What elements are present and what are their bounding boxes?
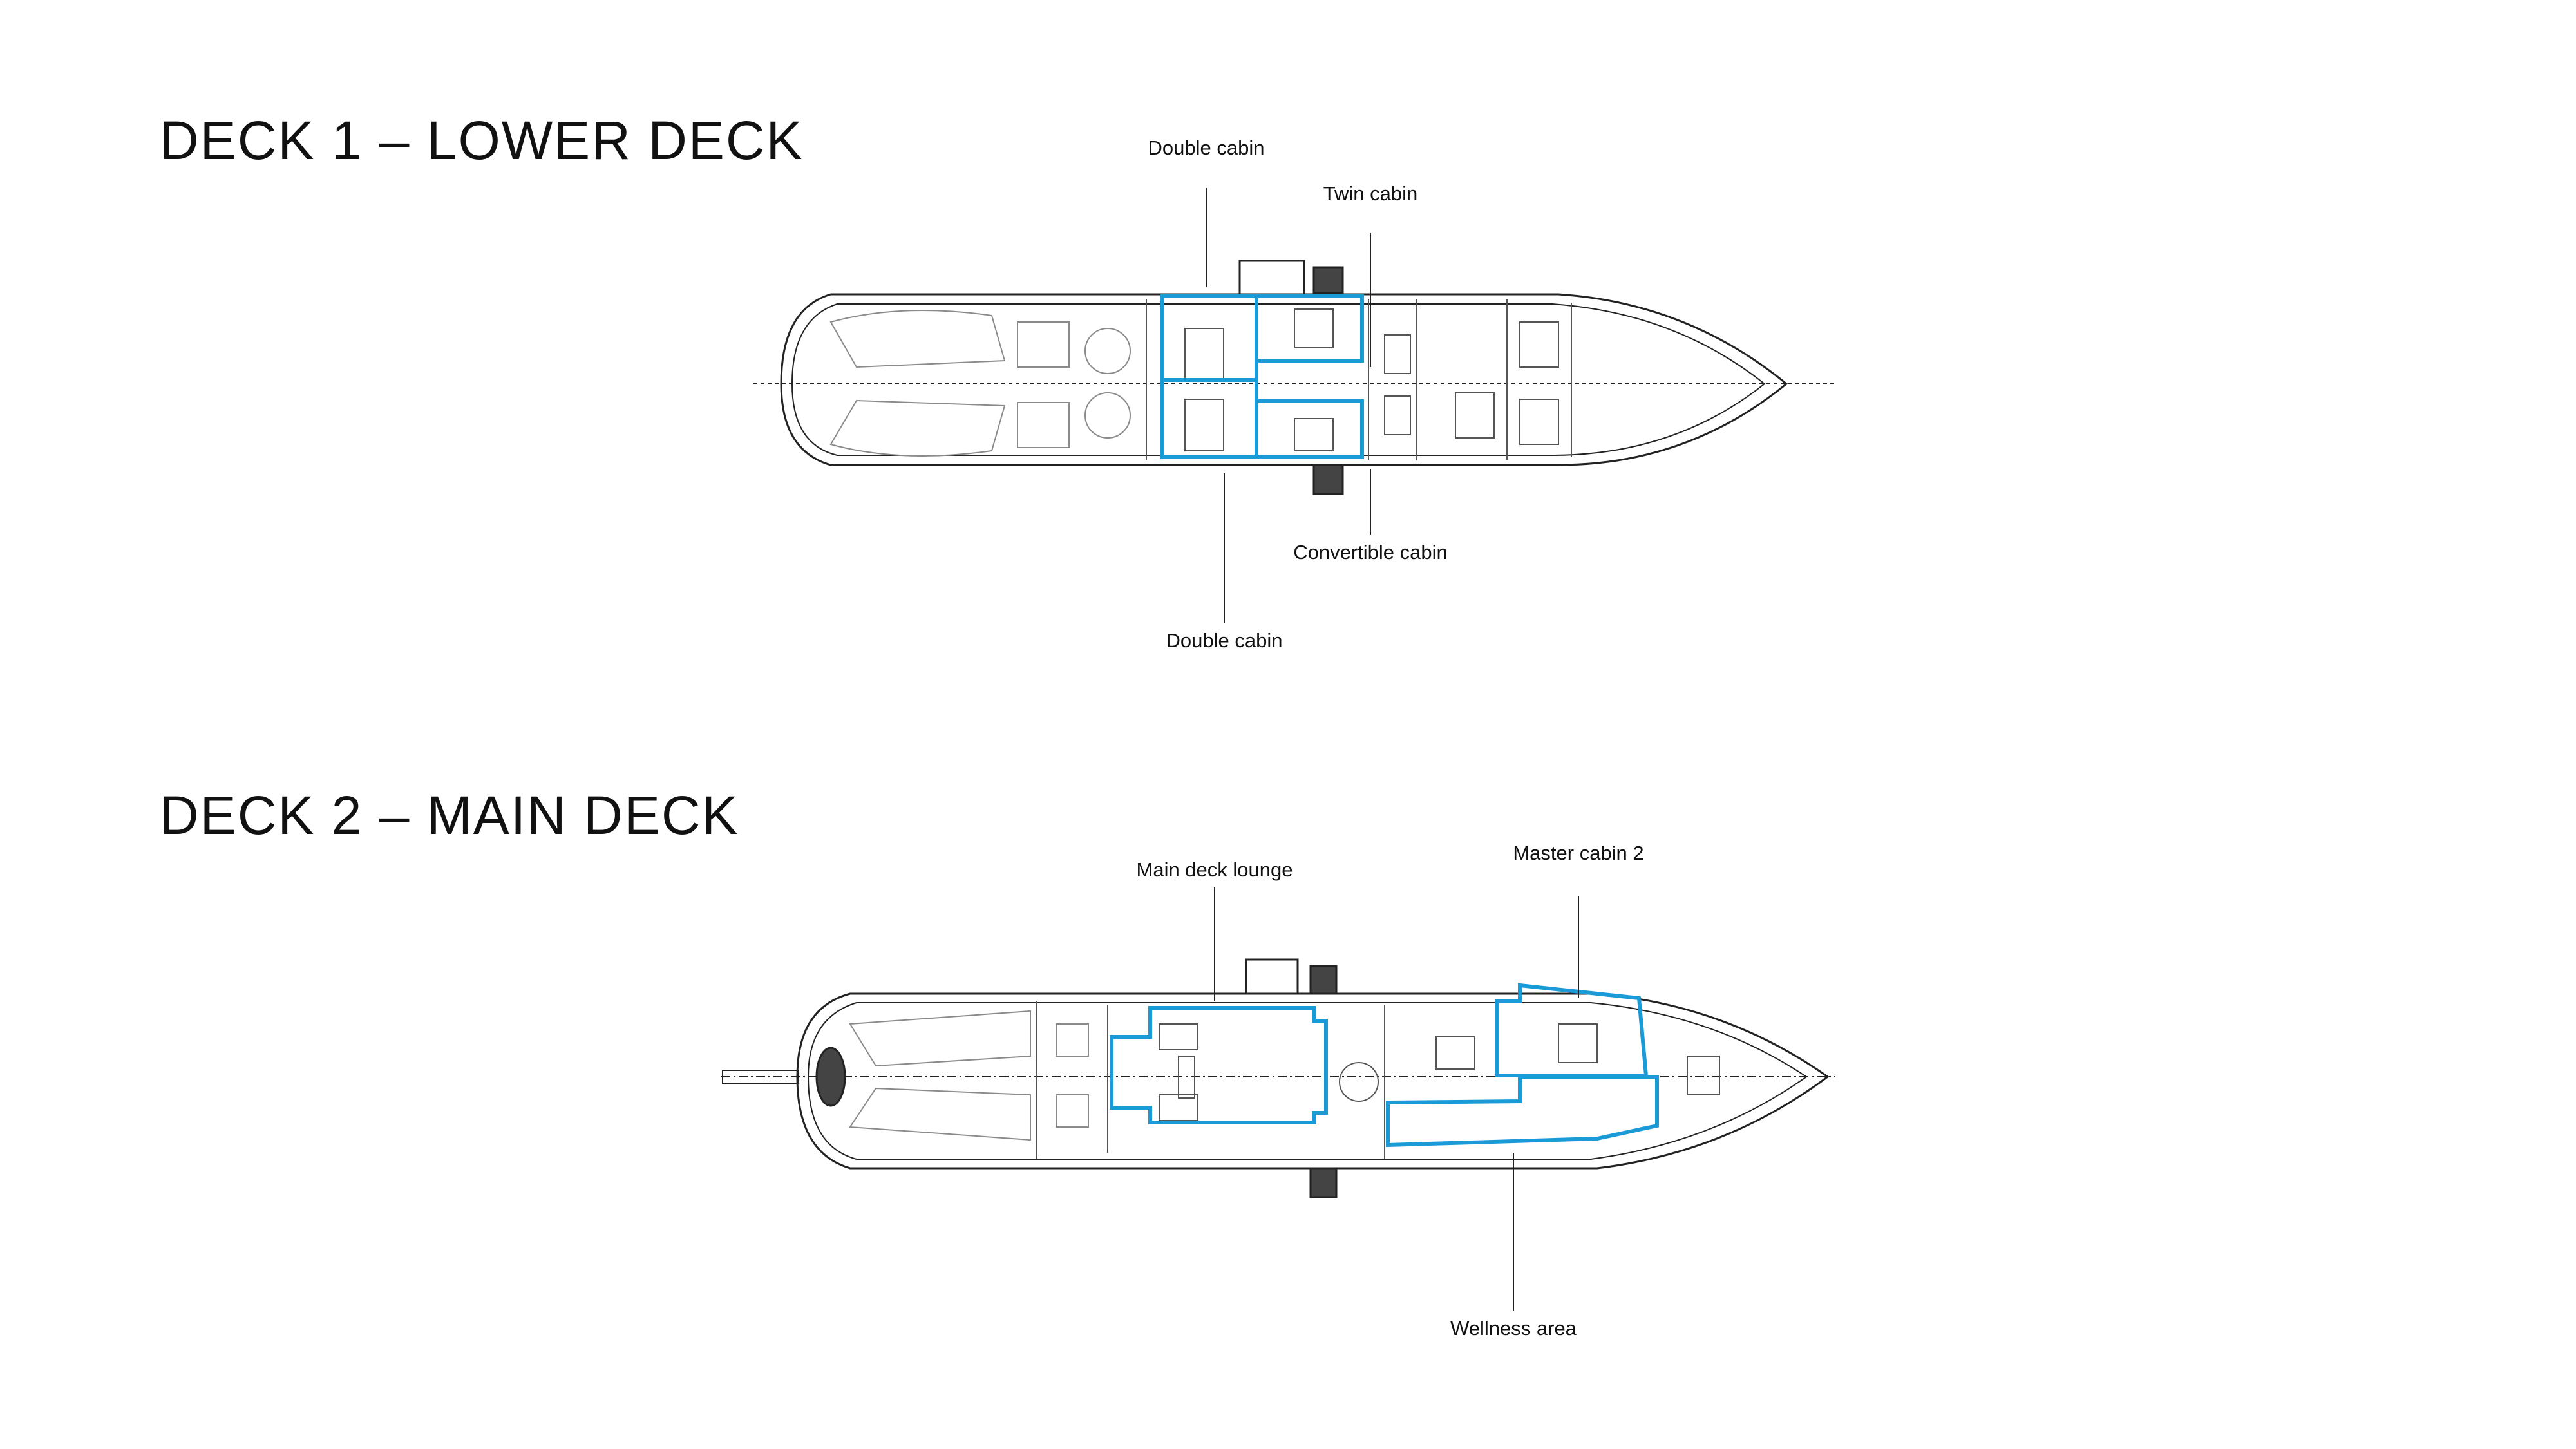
label-main-deck-lounge: Main deck lounge bbox=[1136, 858, 1293, 881]
deck1-plan bbox=[753, 260, 1835, 495]
highlight-twin-cabin bbox=[1255, 294, 1364, 363]
label-master-cabin-2: Master cabin 2 bbox=[1513, 842, 1644, 864]
label-double-cabin-upper: Double cabin bbox=[1148, 137, 1265, 159]
deck2-side-platform bbox=[1245, 958, 1299, 995]
label-wellness-area: Wellness area bbox=[1450, 1317, 1577, 1340]
deck1-leader-lines bbox=[1206, 188, 1371, 623]
highlight-main-deck-lounge bbox=[1110, 1006, 1328, 1124]
highlight-wellness-area bbox=[1386, 1075, 1659, 1148]
deck2-plan bbox=[721, 958, 1835, 1198]
label-twin-cabin: Twin cabin bbox=[1323, 182, 1418, 205]
deck2-leader-lines bbox=[1214, 887, 1579, 1311]
highlight-double-cabin-lower bbox=[1160, 378, 1258, 459]
deck2-hull bbox=[796, 992, 1830, 1170]
highlight-double-cabin-upper bbox=[1160, 294, 1258, 382]
deck2-tenders bbox=[849, 1010, 1089, 1141]
deck2-highlights bbox=[1110, 983, 1659, 1148]
deck1-title: DECK 1 – LOWER DECK bbox=[160, 110, 804, 171]
deck2-stern-hatch bbox=[815, 1046, 846, 1107]
deck1-hull bbox=[780, 293, 1788, 466]
highlight-convertible-cabin bbox=[1255, 399, 1364, 459]
label-double-cabin-lower: Double cabin bbox=[1166, 629, 1283, 652]
deck1-tender-garage bbox=[829, 310, 1131, 457]
deck2-passerelle bbox=[722, 1070, 799, 1084]
deck1-highlights bbox=[1160, 294, 1364, 459]
deck1-side-platform bbox=[1238, 260, 1305, 296]
deck1-interior-walls bbox=[1146, 299, 1572, 460]
highlight-master-cabin-2 bbox=[1495, 983, 1649, 1077]
deck2-title: DECK 2 – MAIN DECK bbox=[160, 785, 739, 846]
label-convertible-cabin: Convertible cabin bbox=[1293, 541, 1448, 564]
